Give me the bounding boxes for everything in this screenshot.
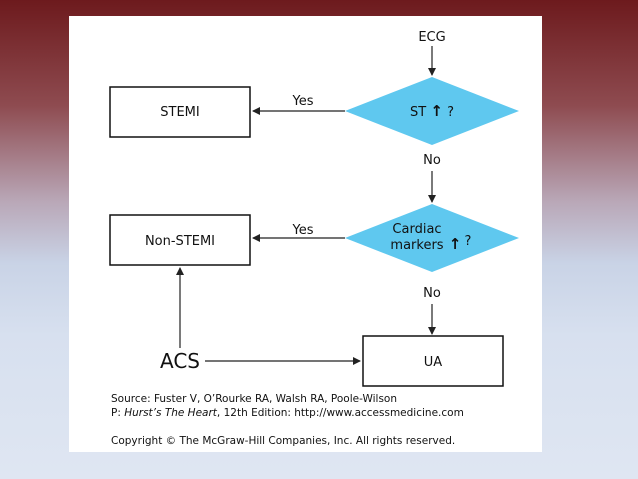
decision-st-elevation	[345, 77, 519, 145]
edge-label-no-1: No	[423, 153, 441, 168]
slide-panel: ECG ST ↑ ? Yes STEMI No Cardiac markers …	[69, 16, 542, 452]
decision-markers-question: ?	[465, 234, 472, 249]
copyright-line: Copyright © The McGraw-Hill Companies, I…	[111, 435, 456, 447]
up-arrow-icon: ↑	[430, 102, 443, 120]
source-book-title: Hurst’s The Heart	[124, 407, 217, 419]
outcome-stemi-box	[109, 86, 251, 138]
decision-markers-line1: Cardiac	[392, 222, 441, 237]
source-url: , 12th Edition: http://www.accessmedicin…	[216, 407, 464, 419]
ecg-label: ECG	[418, 30, 445, 45]
flowchart: ECG ST ↑ ? Yes STEMI No Cardiac markers …	[109, 30, 519, 387]
edge-label-no-2: No	[423, 286, 441, 301]
decision-markers-line2: markers	[390, 238, 443, 253]
up-arrow-icon: ↑	[449, 235, 462, 253]
outcome-non-stemi-label: Non-STEMI	[145, 234, 215, 249]
acs-label: ACS	[160, 349, 200, 373]
outcome-non-stemi-box	[109, 214, 251, 266]
source-prefix: P:	[111, 407, 125, 419]
edge-label-yes-1: Yes	[292, 94, 314, 109]
source-line-2: P: Hurst’s The Heart, 12th Edition: http…	[111, 406, 464, 420]
decision-st-label: ST ↑ ?	[410, 102, 454, 120]
outcome-ua-label: UA	[424, 355, 443, 370]
decision-cardiac-markers	[345, 204, 519, 272]
edge-label-yes-2: Yes	[292, 223, 314, 238]
source-line-1: Source: Fuster V, O’Rourke RA, Walsh RA,…	[111, 393, 398, 405]
outcome-stemi-label: STEMI	[160, 105, 199, 120]
outcome-ua-box	[362, 335, 504, 387]
